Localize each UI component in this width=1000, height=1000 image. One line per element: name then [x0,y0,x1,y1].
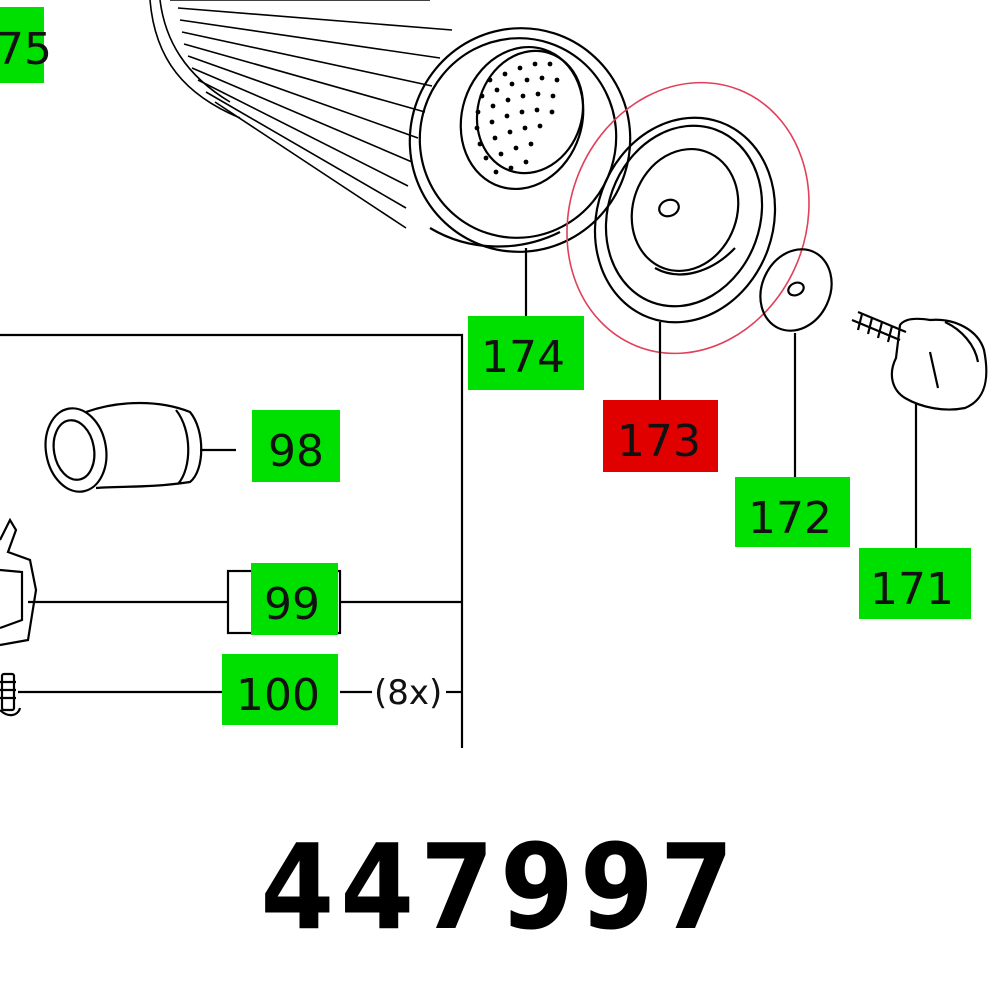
label-99: 99 [251,563,338,635]
label-171-text: 171 [870,564,954,615]
washer-drawing [759,248,833,332]
label-172: 172 [735,477,850,547]
screw-knob-drawing [851,310,988,411]
quantity-note: (8x) [374,673,442,713]
label-98: 98 [252,410,340,482]
label-174-text: 174 [481,332,565,383]
label-75-text: 75 [0,24,52,75]
label-98-text: 98 [268,426,324,477]
label-75: 75 [0,7,52,83]
filter-perforation-dots [474,61,560,175]
label-173-text: 173 [617,416,701,467]
label-174: 174 [468,316,584,390]
label-171: 171 [859,548,971,619]
label-173-highlighted: 173 [603,400,718,472]
highlight-ring [566,81,810,355]
label-100: 100 [222,654,338,725]
label-100-text: 100 [236,670,320,721]
part-number: 447997 [260,818,740,956]
hose-elbow-drawing [44,401,203,493]
label-99-text: 99 [264,579,320,630]
clip-drawing [0,517,38,647]
filter-cartridge-drawing [149,0,632,253]
label-172-text: 172 [748,493,832,544]
leader-lines [524,248,918,548]
screw-drawing [0,672,22,717]
seal-disc-drawing [593,116,777,324]
